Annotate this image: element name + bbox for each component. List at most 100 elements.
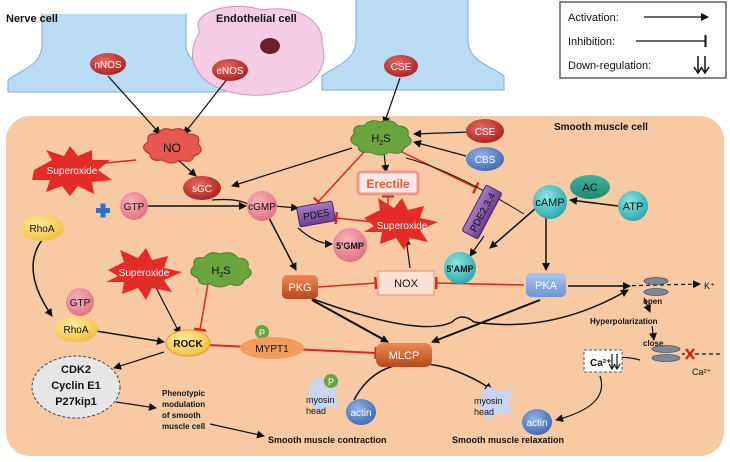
superoxide-no-label: Superoxide <box>47 166 98 177</box>
node-superoxide-mid: Superoxide <box>364 198 438 250</box>
superoxide-rock-label: Superoxide <box>119 268 170 279</box>
hyperpolarization-label: Hyperpolarization <box>590 317 658 326</box>
relaxation-label: Smooth muscle relaxation <box>452 435 564 445</box>
h2s-rock-h: H <box>211 265 219 277</box>
node-nnos: nNOS <box>90 53 126 75</box>
nerve-top-mask <box>42 0 186 14</box>
legend-downregulation: Down-regulation: <box>568 60 651 72</box>
open-label: open <box>643 297 662 306</box>
nnos-label: nNOS <box>94 60 122 71</box>
5gmp-label: 5'GMP <box>336 241 364 251</box>
no-cloud <box>143 128 202 164</box>
edge-hyperpol-close <box>649 325 657 341</box>
edges <box>32 75 720 439</box>
node-gtp1: GTP <box>120 192 148 220</box>
ca-box-label: Ca²⁺ <box>590 358 611 369</box>
legend: Activation: Inhibition: Down-regulation: <box>559 1 727 79</box>
edge-pkg-kchannel <box>309 289 629 328</box>
edge-pkg-mlcp <box>311 299 389 343</box>
node-mypt1: MYPT1 <box>240 337 304 359</box>
h2s-cloud <box>350 120 412 156</box>
camp-label: cAMP <box>535 197 564 209</box>
node-5gmp: 5'GMP <box>333 228 367 262</box>
cbs-label: CBS <box>475 155 496 166</box>
enos-label: eNOS <box>216 66 244 77</box>
myosin-relax-2: head <box>474 407 494 417</box>
edge-ca-relax <box>555 375 603 423</box>
node-nox: NOX <box>377 270 435 296</box>
node-cse-top: CSE <box>384 55 418 77</box>
myosin-relax-1: myosin <box>474 396 503 406</box>
sgc-label: sGC <box>192 184 212 195</box>
edge-cgmp-pde5 <box>273 203 299 212</box>
cse-terminal <box>321 0 505 91</box>
5amp-label: 5'AMP <box>446 264 473 274</box>
node-5amp: 5'AMP <box>444 252 476 284</box>
edge-cse-h2s-2 <box>413 129 471 138</box>
phenotypic-line-3: of smooth <box>162 411 201 420</box>
node-h2s-main: H2S <box>350 120 412 156</box>
erectile-label: Erectile <box>366 177 410 191</box>
rhoa1-label: RhoA <box>29 224 54 235</box>
pka-label: PKA <box>535 280 558 292</box>
actin-1-ellipse <box>346 399 376 425</box>
phenotypic-text: Phenotypic modulation of smooth muscle c… <box>162 389 206 431</box>
no-label: NO <box>163 141 181 155</box>
legend-activation: Activation: <box>568 12 619 24</box>
edge-atp-camp <box>569 196 619 207</box>
mypt1-label: MYPT1 <box>255 344 289 355</box>
atp-label: ATP <box>623 201 644 213</box>
edge-pkg-nox <box>317 276 378 290</box>
endothelial-cell-label: Endothelial cell <box>216 13 297 25</box>
edge-h2s-pde5 <box>312 151 365 207</box>
edge-pde234-5amp <box>469 235 485 257</box>
smooth-muscle-label: Smooth muscle cell <box>554 122 648 133</box>
cse-label: CSE <box>475 127 496 138</box>
actin-1-label: actin <box>350 408 371 419</box>
edge-rhoa-rhoa <box>32 239 53 317</box>
node-h2s-rock: H2S <box>190 252 252 288</box>
node-no: NO <box>143 128 202 164</box>
node-erectile: Erectile <box>356 170 420 196</box>
h2s-rock-s: S <box>223 265 230 277</box>
node-p1: P <box>255 325 269 339</box>
ca-channel <box>651 345 681 362</box>
pkg-label: PKG <box>288 282 311 294</box>
pde5-box <box>296 200 336 228</box>
myosin-contract-2: head <box>306 406 326 416</box>
cyclin-label: Cyclin E1 <box>51 380 101 392</box>
pde5-label: PDE5 <box>302 208 330 223</box>
ac-label: AC <box>582 182 597 194</box>
nerve-cell-label: Nerve cell <box>6 13 58 25</box>
node-pka: PKA <box>526 273 566 297</box>
node-gtp2: GTP <box>66 288 94 316</box>
node-sgc: sGC <box>183 176 221 200</box>
p27-label: P27kip1 <box>55 396 97 408</box>
edge-pka-mlcp <box>431 299 541 344</box>
edge-pka-nox <box>434 276 525 290</box>
cgmp-label: cGMP <box>248 202 276 213</box>
node-rhoa1: RhoA <box>20 215 64 241</box>
edge-nnos-no <box>107 75 161 135</box>
edge-h2s-sgc <box>231 147 353 188</box>
superoxide-mid-label: Superoxide <box>377 221 428 232</box>
cdk2-label: CDK2 <box>61 364 91 376</box>
edge-cse-h2s <box>382 77 401 125</box>
edge-phenotypic-contraction <box>209 423 265 439</box>
k-ion-label: K⁺ <box>704 281 715 291</box>
h2s-main-s: S <box>383 133 390 145</box>
erectile-box <box>356 170 420 196</box>
myosin-head-2 <box>480 386 514 420</box>
superoxide-star <box>32 146 112 196</box>
pde234-box <box>462 185 502 239</box>
myosin-actin-contraction: P myosin head actin <box>306 374 376 425</box>
close-label: close <box>643 339 664 348</box>
node-cdk-group: CDK2 Cyclin E1 P27kip1 <box>31 355 121 419</box>
node-superoxide-rock: Superoxide <box>106 248 182 300</box>
node-atp: ATP <box>618 191 648 221</box>
cse-top-label: CSE <box>391 62 412 73</box>
edge-cdk-phenotypic <box>115 401 157 411</box>
gtp2-label: GTP <box>70 298 91 309</box>
